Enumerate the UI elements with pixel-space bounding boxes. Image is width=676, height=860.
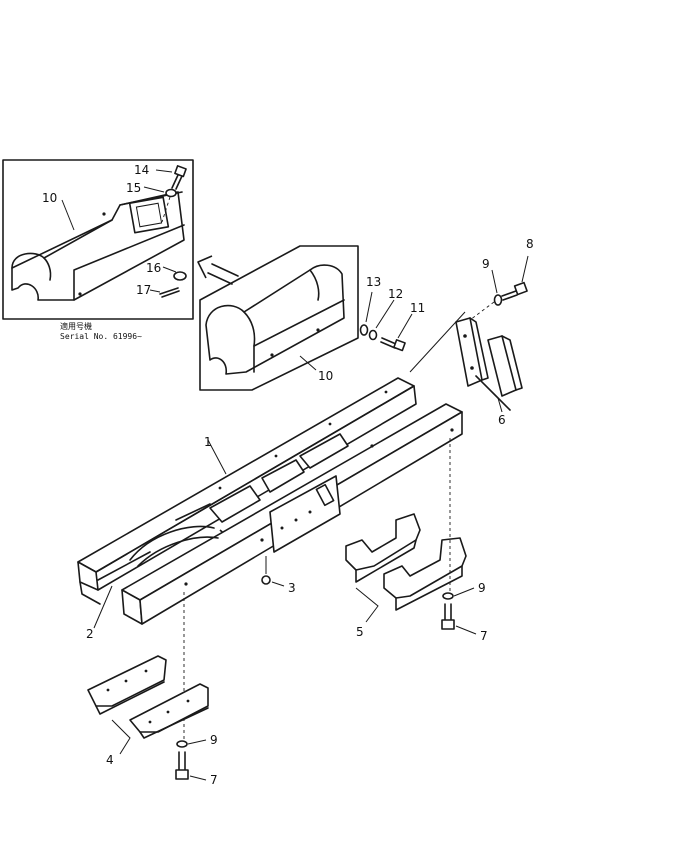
callout-9-top: 9 <box>482 257 490 271</box>
callout-7-right: 7 <box>480 629 488 643</box>
callout-13: 13 <box>366 275 381 289</box>
washer-9-bottom <box>176 740 188 748</box>
washer-15 <box>165 188 177 198</box>
fastener-group-11-13 <box>359 291 413 352</box>
callout-11: 11 <box>410 301 425 315</box>
callout-12: 12 <box>388 287 403 301</box>
callout-16: 16 <box>146 261 161 275</box>
callout-1: 1 <box>204 435 212 449</box>
callout-8: 8 <box>526 237 534 251</box>
washer-13 <box>359 324 369 336</box>
washer-9-top <box>493 294 503 306</box>
callout-15: 15 <box>126 181 141 195</box>
bracket-4 <box>87 655 209 755</box>
nut-16 <box>173 271 187 281</box>
bolt-7-right <box>441 603 455 630</box>
bracket-5 <box>345 513 467 623</box>
track-frame <box>77 377 463 625</box>
bolt-7-bottom <box>175 751 189 780</box>
bolt-8 <box>501 281 528 301</box>
callout-5: 5 <box>356 625 364 639</box>
pin-17 <box>159 287 179 295</box>
washer-12 <box>368 329 378 341</box>
serial-caption-jp: 適用号機 <box>60 321 92 331</box>
bolt-11 <box>380 337 406 352</box>
washer-9-right <box>442 592 454 600</box>
inset-cover <box>11 191 185 301</box>
cover-panel <box>199 245 359 391</box>
bracket-6 <box>455 317 523 413</box>
callout-7-bottom: 7 <box>210 773 218 787</box>
main-cover <box>205 264 345 375</box>
callout-10-main: 10 <box>318 369 333 383</box>
callout-3: 3 <box>288 581 296 595</box>
callout-10-inset: 10 <box>42 191 57 205</box>
bolt-14 <box>171 165 187 190</box>
callout-9-bottom: 9 <box>210 733 218 747</box>
callout-4: 4 <box>106 753 114 767</box>
arrow-icon <box>197 255 239 285</box>
inset-panel <box>2 159 194 320</box>
callout-2: 2 <box>86 627 94 641</box>
callout-17: 17 <box>136 283 151 297</box>
callout-9-right: 9 <box>478 581 486 595</box>
callout-6: 6 <box>498 413 506 427</box>
washer-3 <box>261 575 271 585</box>
callout-14: 14 <box>134 163 149 177</box>
serial-caption-en: Serial No. 61996~ <box>60 332 142 341</box>
